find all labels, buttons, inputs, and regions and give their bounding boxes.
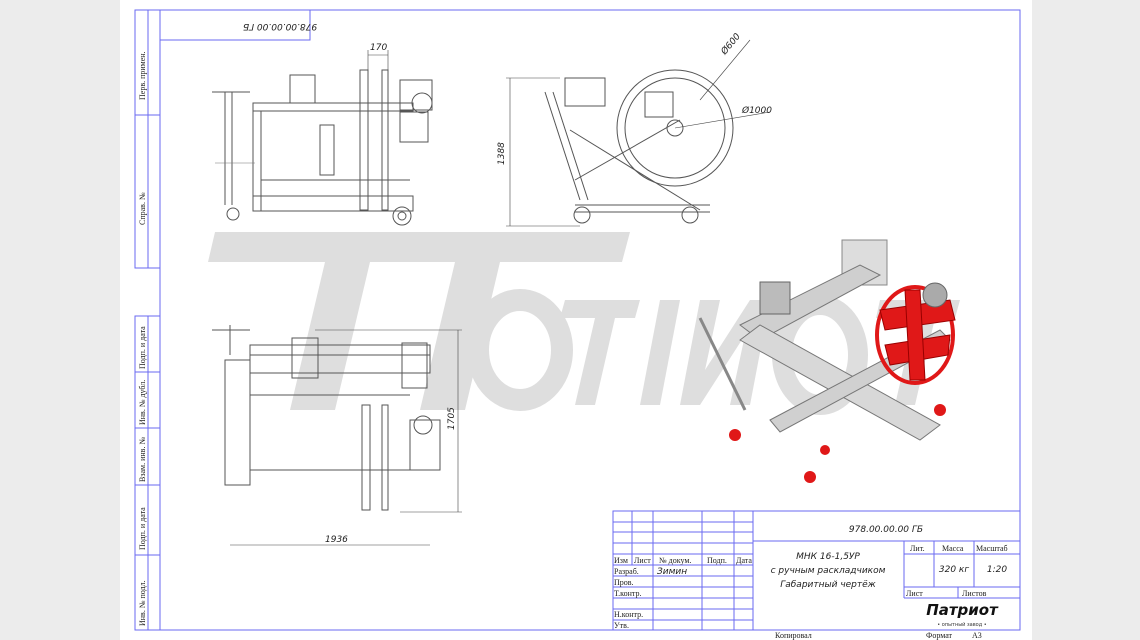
side-view-top: 1388 Ø600 Ø1000 <box>497 31 772 227</box>
strip-label: Справ. № <box>138 192 147 225</box>
label-sheets: Листов <box>962 589 987 598</box>
mass-value: 320 кг <box>939 565 969 575</box>
dimension-label: Ø600 <box>718 31 743 58</box>
label-nkontr: Н.контр. <box>614 610 643 619</box>
company-subtitle: • опытный завод • <box>937 621 987 628</box>
label-lit: Лит. <box>910 544 925 553</box>
drawing-sheet: Перв. примен. Справ. № Подп. и дата Инв.… <box>120 0 1032 640</box>
developer-name: Зимин <box>657 567 687 577</box>
label-prov: Пров. <box>614 578 634 587</box>
strip-label: Перв. примен. <box>138 51 147 100</box>
label-date: Дата <box>736 556 752 565</box>
strip-label: Взам. инв. № <box>138 437 147 482</box>
dimension-label: 1388 <box>497 142 507 165</box>
label-tkontr: Т.контр. <box>614 589 641 598</box>
strip-label: Инв. № дубл. <box>138 380 147 425</box>
dimension-label: 1705 <box>447 407 457 430</box>
title-line: Габаритный чертёж <box>780 580 876 590</box>
strip-label: Подп. и дата <box>138 326 147 369</box>
rotated-designation: 978.00.00.00 ГБ <box>243 21 317 31</box>
title-line: МНК 16-1,5УР <box>796 552 860 562</box>
document-designation: 978.00.00.00 ГБ <box>849 525 923 535</box>
dimension-label: 1936 <box>325 535 348 545</box>
drawing-canvas: Перв. примен. Справ. № Подп. и дата Инв.… <box>134 9 1021 640</box>
copied-label: Копировал <box>775 631 812 640</box>
title-block: Изм Лист № докум. Подп. Дата Разраб. Зим… <box>612 510 1021 640</box>
company-logo: Патриот <box>926 601 999 619</box>
format-value: А3 <box>972 631 982 640</box>
label-list: Лист <box>634 556 651 565</box>
dimension-label: Ø1000 <box>741 105 772 116</box>
strip-label: Подп. и дата <box>138 507 147 550</box>
plan-view: 1936 1705 <box>212 325 462 546</box>
label-doc-no: № докум. <box>659 556 691 565</box>
strip-label: Инв. № подл. <box>138 580 147 626</box>
label-massa: Масса <box>942 544 964 553</box>
scale-value: 1:20 <box>987 565 1007 575</box>
label-sheet: Лист <box>906 589 923 598</box>
title-line: с ручным раскладчиком <box>771 566 886 576</box>
format-label: Формат <box>926 631 953 640</box>
label-sign: Подп. <box>707 556 727 565</box>
isometric-view <box>698 239 956 483</box>
label-razrab: Разраб. <box>614 567 639 576</box>
label-izm: Изм <box>614 556 628 565</box>
label-utv: Утв. <box>614 621 629 630</box>
label-masshtab: Масштаб <box>976 544 1008 553</box>
dimension-label: 170 <box>370 43 387 53</box>
front-view-top: 170 <box>212 43 433 226</box>
